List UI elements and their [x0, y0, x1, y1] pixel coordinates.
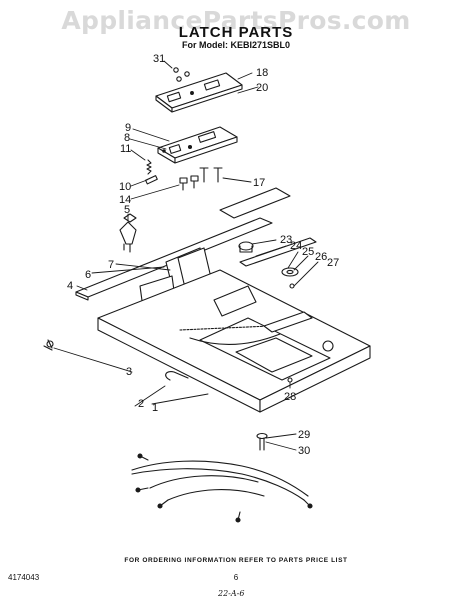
callout-4: 4 — [67, 280, 73, 292]
callout-20: 20 — [256, 82, 268, 94]
callout-1: 1 — [152, 402, 158, 414]
latch-mechanism-plate — [157, 126, 238, 164]
bolts-14-17 — [179, 167, 223, 191]
date-mark: 22-A-6 — [218, 589, 245, 598]
callout-7: 7 — [108, 259, 114, 271]
screw-29-30 — [256, 432, 268, 451]
callout-3: 3 — [126, 366, 132, 378]
leader-lines — [53, 60, 319, 451]
page-number: 6 — [233, 573, 239, 582]
latch-actuator-5 — [119, 213, 137, 253]
document-number: 4174043 — [8, 573, 40, 582]
callout-9: 9 — [125, 122, 131, 134]
callout-8: 8 — [124, 132, 130, 144]
callout-23: 23 — [280, 234, 292, 246]
callout-25: 25 — [302, 246, 314, 258]
callout-26: 26 — [315, 251, 327, 263]
callout-31: 31 — [153, 53, 165, 65]
latch-plate-top — [155, 72, 243, 113]
callout-29: 29 — [298, 429, 310, 441]
model-label: For Model: KEBI271SBL0 — [181, 40, 291, 50]
base-plate-1 — [97, 269, 371, 413]
callout-28: 28 — [284, 391, 296, 403]
callout-18: 18 — [256, 67, 268, 79]
screw-3 — [43, 339, 54, 351]
pin-10 — [145, 175, 158, 185]
callout-24: 24 — [290, 240, 302, 252]
callout-10: 10 — [119, 181, 131, 193]
watermark: AppliancePartsPros.com — [61, 6, 411, 35]
linkage-arm — [179, 285, 334, 352]
callout-11: 11 — [120, 143, 131, 155]
ordering-note: FOR ORDERING INFORMATION REFER TO PARTS … — [124, 557, 348, 564]
callout-30: 30 — [298, 445, 310, 457]
screws-31 — [173, 67, 190, 82]
diagram-title: LATCH PARTS — [178, 24, 294, 41]
side-rail-4 — [75, 187, 291, 301]
callout-14: 14 — [119, 194, 131, 206]
callout-27: 27 — [327, 257, 339, 269]
hook-2 — [165, 371, 189, 381]
callout-6: 6 — [85, 269, 91, 281]
callout-2: 2 — [138, 398, 144, 410]
callout-5: 5 — [124, 204, 130, 216]
wire-harness — [131, 453, 313, 523]
spring-11 — [146, 159, 152, 175]
callout-17: 17 — [253, 177, 265, 189]
